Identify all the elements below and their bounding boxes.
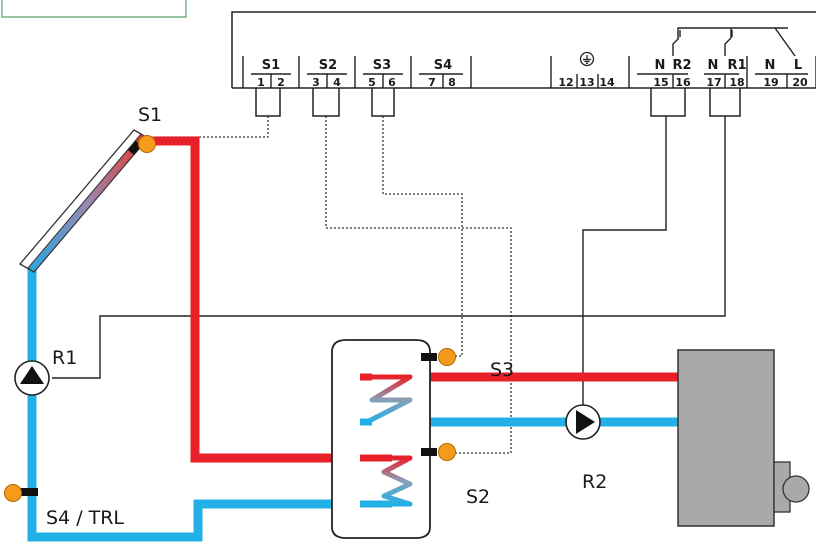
terminal-number: 2 — [277, 76, 285, 89]
terminal-number: 12 — [558, 76, 573, 89]
legend-frame — [1, 0, 187, 18]
terminal-number: 8 — [448, 76, 456, 89]
terminal-number: 4 — [333, 76, 341, 89]
sensor-s4 — [4, 484, 38, 502]
label-s3: S3 — [490, 359, 514, 381]
terminal-label: N — [708, 58, 719, 73]
terminal-number: 5 — [368, 76, 376, 89]
terminal-number: 18 — [729, 76, 744, 89]
terminal-label: N — [655, 58, 666, 73]
terminal-number: 1 — [257, 76, 265, 89]
pump-r1 — [14, 360, 50, 396]
terminal-label: R2 — [672, 58, 691, 73]
terminal-plugs — [255, 88, 741, 117]
terminal-number: 17 — [706, 76, 721, 89]
terminal-label: N — [765, 58, 776, 73]
terminal-block: S1 1 2 S2 3 4 S3 5 6 S4 7 8 12 13 14 N R… — [257, 51, 808, 89]
terminal-number: 7 — [428, 76, 436, 89]
terminal-number: 13 — [579, 76, 594, 89]
sensor-s2 — [421, 443, 456, 461]
solar-collector-icon — [18, 129, 150, 273]
controller — [231, 11, 816, 89]
terminal-group-label: S1 — [262, 58, 280, 73]
label-s1: S1 — [138, 104, 162, 126]
terminal-label: R1 — [727, 58, 746, 73]
terminal-label: L — [794, 58, 802, 73]
sensor-s1 — [138, 135, 156, 153]
label-r1: R1 — [52, 347, 77, 369]
relay-contacts — [672, 27, 796, 57]
label-s4-trl: S4 / TRL — [46, 507, 124, 529]
label-r2: R2 — [582, 471, 607, 493]
terminal-group-label: S2 — [319, 58, 337, 73]
label-s2: S2 — [466, 486, 490, 508]
terminal-number: 19 — [763, 76, 778, 89]
terminal-number: 15 — [653, 76, 668, 89]
terminal-number: 20 — [792, 76, 808, 89]
sensor-s3 — [421, 348, 456, 366]
ground-symbol-icon — [579, 51, 595, 67]
terminal-number: 16 — [675, 76, 691, 89]
relay-wires — [52, 116, 726, 422]
storage-tank — [331, 339, 431, 539]
terminal-group-label: S4 — [434, 58, 452, 73]
pump-r2 — [565, 404, 601, 440]
terminal-group-label: S3 — [373, 58, 391, 73]
terminal-number: 14 — [599, 76, 615, 89]
sensor-wires — [156, 116, 512, 454]
terminal-number: 3 — [312, 76, 320, 89]
boiler-icon — [677, 349, 810, 527]
terminal-number: 6 — [388, 76, 396, 89]
